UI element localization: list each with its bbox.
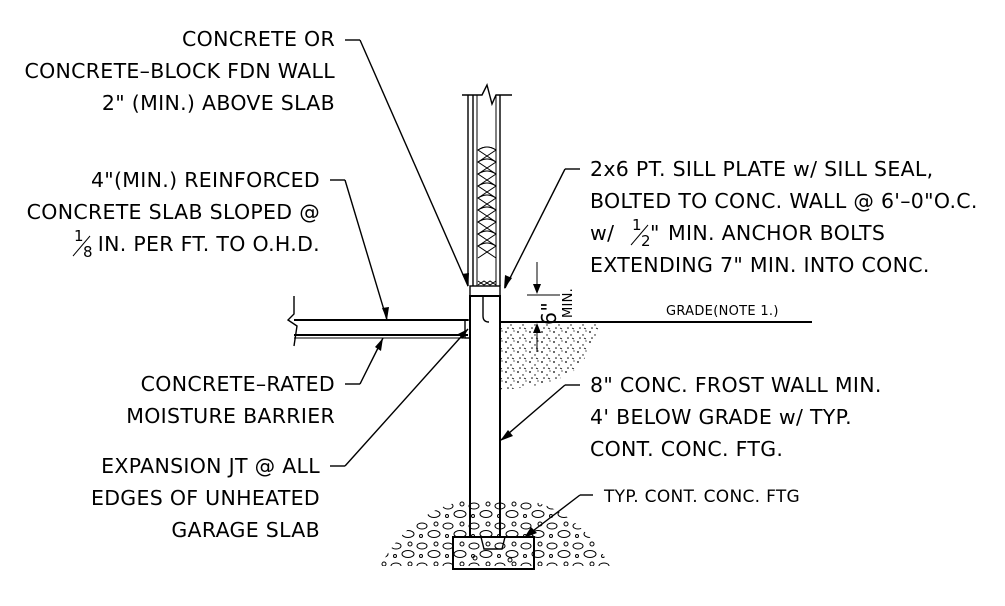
sill-prefix: w/: [590, 221, 614, 245]
note-slab: 4"(MIN.) REINFORCED CONCRETE SLAB SLOPED…: [27, 168, 320, 261]
sill-fraction-tail: ": [650, 221, 660, 245]
slab-fraction-numerator: 1: [74, 227, 84, 245]
frost-line-2: 4' BELOW GRADE w/ TYP.: [590, 405, 852, 429]
moisture-line-1: CONCRETE–RATED: [141, 372, 335, 396]
leader-lines: [330, 39, 593, 538]
frost-line-1: 8" CONC. FROST WALL MIN.: [590, 373, 882, 397]
fdn-wall-line-2: CONCRETE–BLOCK FDN WALL: [24, 59, 335, 83]
frost-line-3: CONT. CONC. FTG.: [590, 437, 783, 461]
sill-fraction-numerator: 1: [632, 216, 642, 234]
slab-line-2: CONCRETE SLAB SLOPED @: [27, 200, 320, 224]
expansion-line-1: EXPANSION JT @ ALL: [101, 454, 320, 478]
expansion-line-2: EDGES OF UNHEATED: [91, 486, 320, 510]
moisture-line-2: MOISTURE BARRIER: [126, 404, 335, 428]
grade-label: GRADE(NOTE 1.): [666, 304, 779, 319]
slab-fraction-denominator: 8: [83, 243, 93, 261]
dim-min-label: MIN.: [561, 288, 576, 318]
soil-hatch: [500, 322, 600, 390]
fdn-wall-line-3: 2" (MIN.) ABOVE SLAB: [102, 91, 335, 115]
fdn-wall-line-1: CONCRETE OR: [182, 27, 335, 51]
gravel-bed: [380, 500, 610, 566]
dim-value: 6": [537, 302, 561, 325]
note-frost-wall: 8" CONC. FROST WALL MIN. 4' BELOW GRADE …: [590, 373, 882, 461]
note-moisture-barrier: CONCRETE–RATED MOISTURE BARRIER: [126, 372, 335, 428]
slab-line-3: IN. PER FT. TO O.H.D.: [98, 232, 320, 256]
sill-line-2: BOLTED TO CONC. WALL @ 6'–0"O.C.: [590, 189, 978, 213]
footing-label: TYP. CONT. CONC. FTG: [603, 487, 800, 507]
sill-line-1: 2x6 PT. SILL PLATE w/ SILL SEAL,: [590, 157, 933, 181]
expansion-line-3: GARAGE SLAB: [171, 518, 320, 542]
note-expansion-joint: EXPANSION JT @ ALL EDGES OF UNHEATED GAR…: [91, 454, 320, 542]
note-fdn-wall: CONCRETE OR CONCRETE–BLOCK FDN WALL 2" (…: [24, 27, 335, 115]
sill-line-3: MIN. ANCHOR BOLTS: [668, 221, 885, 245]
note-sill-plate: 2x6 PT. SILL PLATE w/ SILL SEAL, BOLTED …: [590, 157, 978, 277]
sill-line-4: EXTENDING 7" MIN. INTO CONC.: [590, 253, 930, 277]
garage-slab: [286, 296, 471, 347]
sill-fraction-denominator: 2: [641, 232, 651, 250]
dimension-6-min: 6" MIN.: [527, 262, 576, 352]
stud-wall: [462, 83, 512, 323]
slab-line-1: 4"(MIN.) REINFORCED: [91, 168, 320, 192]
